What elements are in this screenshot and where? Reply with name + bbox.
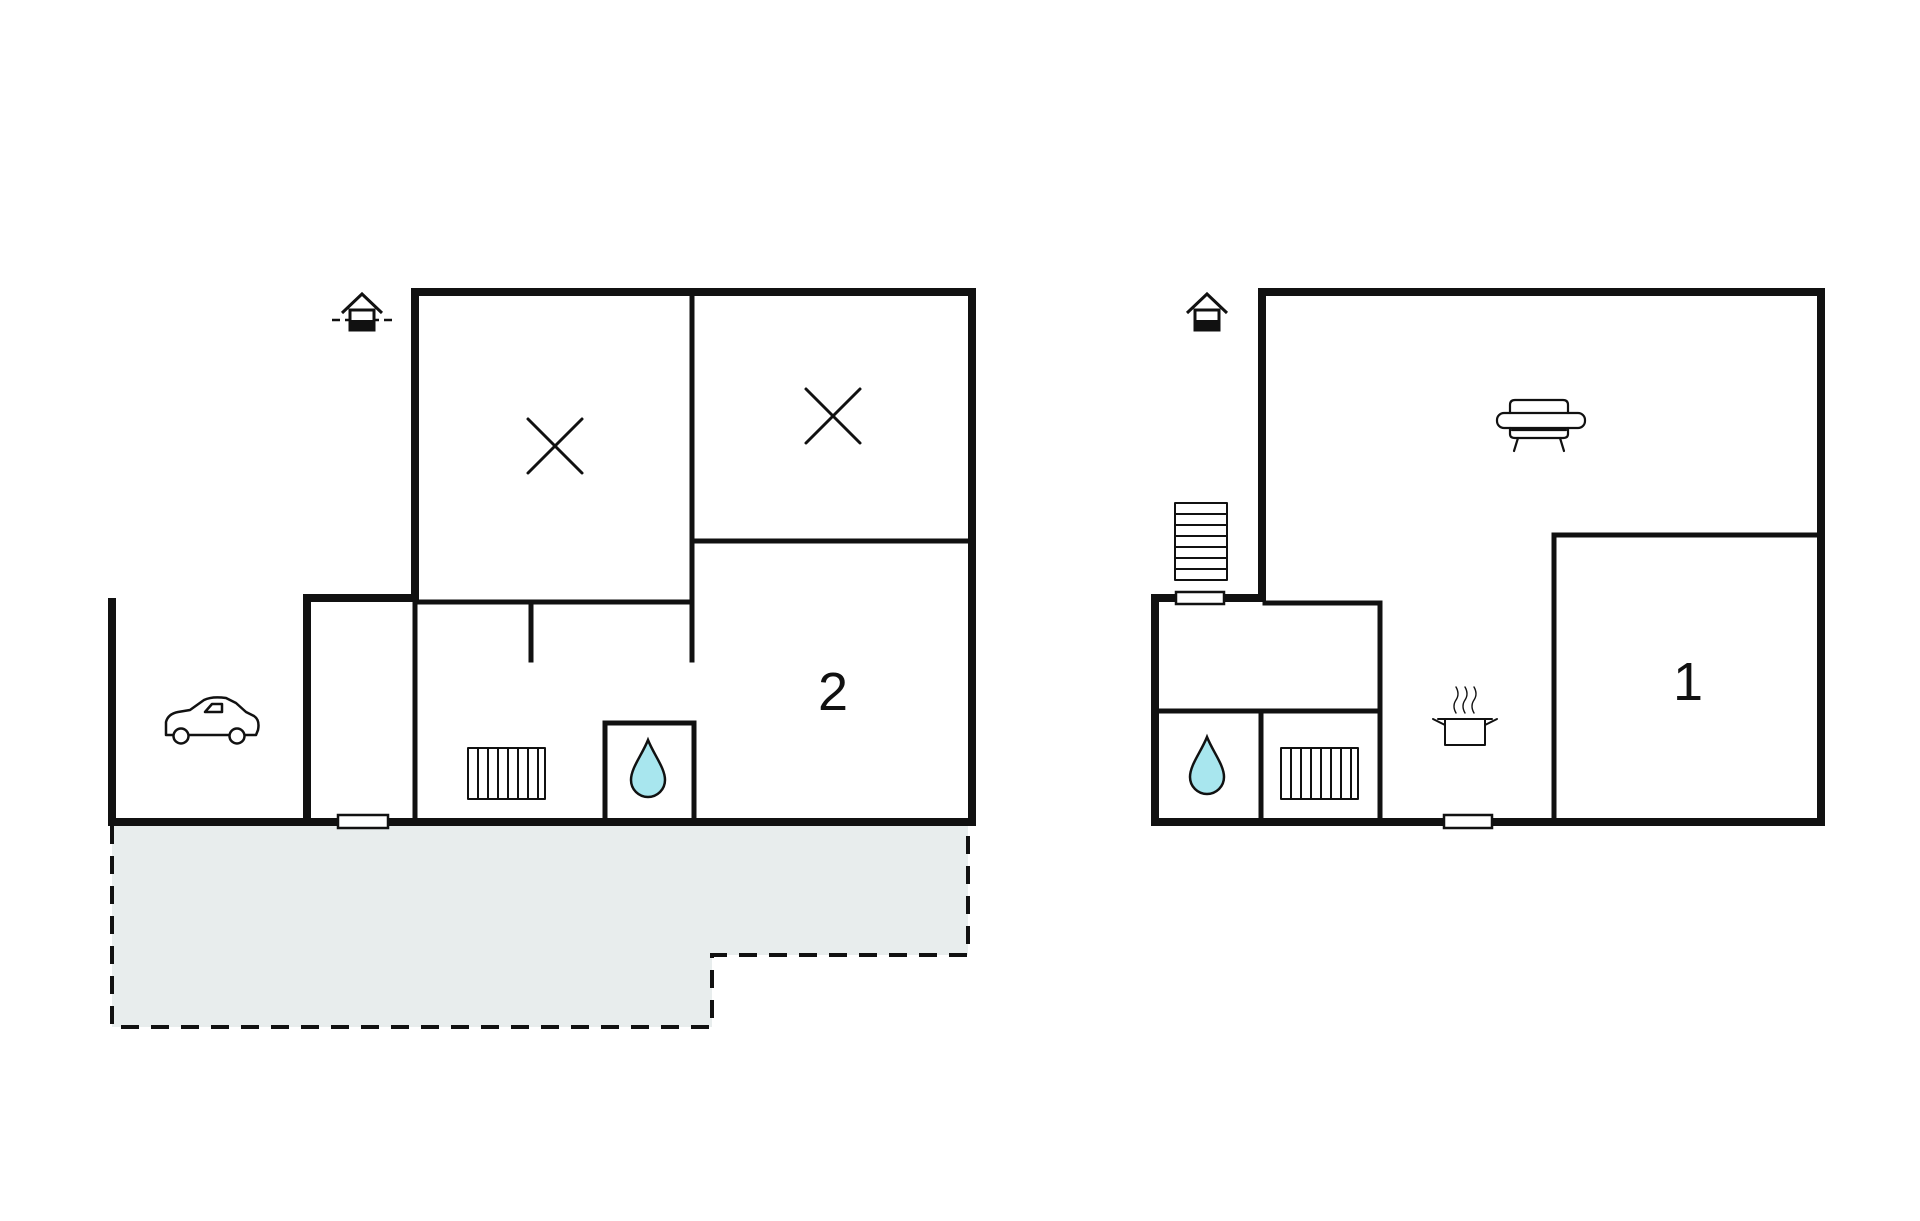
window-icon [1442, 813, 1494, 830]
floor-plan-right: 1 [1151, 288, 1825, 830]
interior-wall [602, 720, 697, 823]
entrance-icon [1185, 291, 1229, 332]
radiator-icon [467, 747, 546, 800]
window-icon [1174, 590, 1226, 606]
floor-plan-left: 2 [108, 288, 976, 1029]
car-icon [164, 696, 260, 745]
water-drop-icon [1188, 733, 1226, 796]
terrace-area [110, 820, 970, 1029]
radiator-icon [1280, 747, 1359, 800]
room-label: 2 [818, 662, 848, 722]
water-drop-icon [629, 736, 667, 799]
outer-wall [1151, 288, 1825, 826]
interior-wall [1551, 532, 1821, 823]
bed-cross-icon [526, 417, 584, 475]
window-icon [336, 813, 390, 830]
cooking-pot-icon [1432, 686, 1498, 746]
bed-cross-icon [804, 387, 862, 445]
sofa-icon [1495, 398, 1587, 453]
room-label: 1 [1673, 652, 1703, 712]
staircase-icon [1174, 502, 1228, 581]
entrance-icon [332, 291, 392, 332]
